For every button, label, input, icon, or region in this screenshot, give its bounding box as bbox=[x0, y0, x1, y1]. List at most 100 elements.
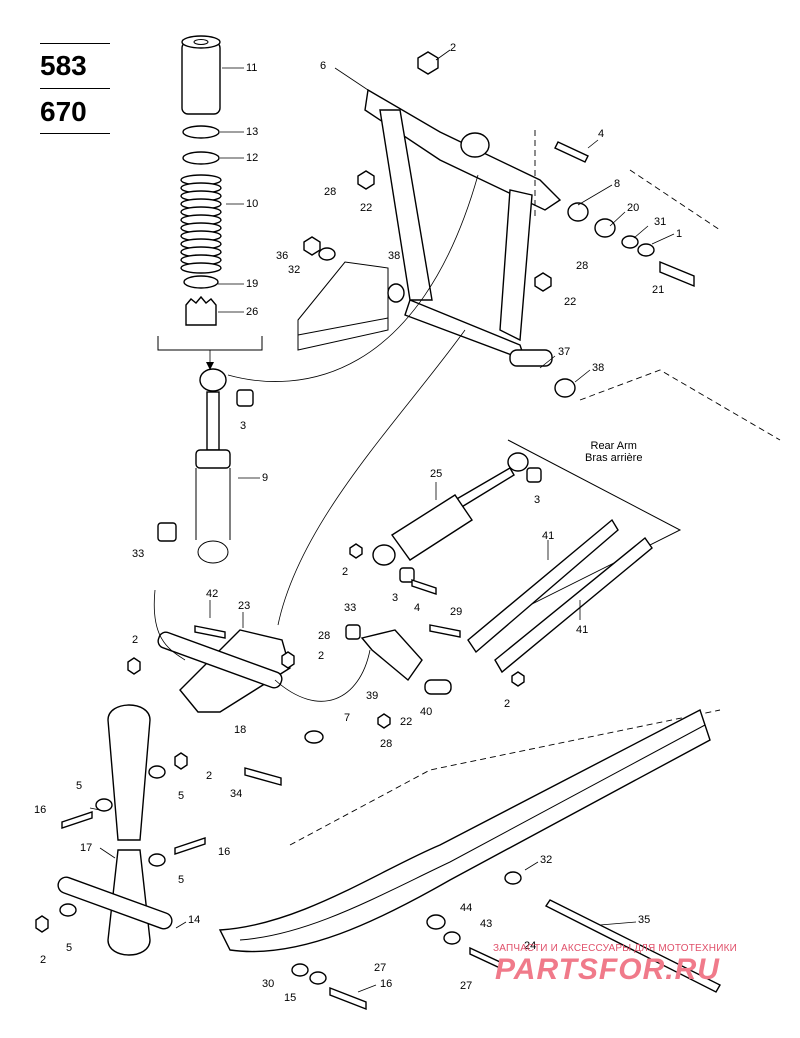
watermark-tagline: ЗАПЧАСТИ И АКСЕССУАРЫ ДЛЯ МОТОТЕХНИКИ bbox=[493, 943, 738, 954]
callout-22: 22 bbox=[564, 296, 577, 308]
washer-part-1 bbox=[637, 243, 655, 257]
callout-40: 40 bbox=[420, 706, 433, 718]
washer-part-5 bbox=[59, 903, 77, 917]
washer-part-32 bbox=[318, 247, 336, 261]
callout-30: 30 bbox=[262, 978, 275, 990]
callout-36: 36 bbox=[276, 250, 289, 262]
adjuster-part-26 bbox=[185, 295, 217, 326]
arrow-head bbox=[206, 362, 214, 370]
ring-part-19 bbox=[183, 275, 219, 289]
callout-32: 32 bbox=[540, 854, 553, 866]
washer-part-43 bbox=[443, 931, 461, 945]
callout-2: 2 bbox=[450, 42, 457, 54]
washer-part-5 bbox=[148, 853, 166, 867]
callout-15: 15 bbox=[284, 992, 297, 1004]
pointer-curve bbox=[277, 329, 466, 626]
callout-31: 31 bbox=[654, 216, 667, 228]
pointer-curve bbox=[274, 649, 371, 702]
callout-3: 3 bbox=[392, 592, 399, 604]
callout-4: 4 bbox=[414, 602, 421, 614]
model-rule-top bbox=[40, 43, 110, 44]
pointer-curve bbox=[227, 174, 479, 382]
guide-dashed bbox=[289, 709, 721, 846]
callout-17: 17 bbox=[80, 842, 93, 854]
boot-part-11 bbox=[181, 35, 221, 115]
bolt-part-16 bbox=[174, 837, 206, 855]
callout-27: 27 bbox=[374, 962, 387, 974]
callout-2: 2 bbox=[40, 954, 47, 966]
callout-3: 3 bbox=[240, 420, 247, 432]
nut-part-2 bbox=[281, 651, 295, 669]
callout-14: 14 bbox=[188, 914, 201, 926]
callout-32: 32 bbox=[288, 264, 301, 276]
callout-2: 2 bbox=[318, 650, 325, 662]
callout-8: 8 bbox=[614, 178, 621, 190]
rear-arm-label-en: Rear Arm bbox=[590, 440, 637, 452]
callout-37: 37 bbox=[558, 346, 571, 358]
bolt-part-24 bbox=[469, 946, 501, 970]
model-number-583: 583 bbox=[40, 50, 87, 81]
callout-5: 5 bbox=[76, 780, 83, 792]
callout-18: 18 bbox=[234, 724, 247, 736]
rear-arm-label: Rear Arm Bras arrière bbox=[585, 440, 642, 464]
model-rule-middle bbox=[40, 88, 110, 89]
bolt-part-16 bbox=[329, 986, 367, 1011]
nut-part-22 bbox=[357, 170, 375, 190]
nut-part-2 bbox=[349, 543, 363, 559]
nut-part-36 bbox=[303, 236, 321, 256]
callout-38: 38 bbox=[388, 250, 401, 262]
spring-coil bbox=[180, 262, 222, 274]
bolt-part-34 bbox=[244, 767, 282, 786]
callout-13: 13 bbox=[246, 126, 259, 138]
callout-10: 10 bbox=[246, 198, 259, 210]
callout-21: 21 bbox=[652, 284, 665, 296]
callout-25: 25 bbox=[430, 468, 443, 480]
nut-part-2 bbox=[174, 752, 188, 770]
callout-28: 28 bbox=[576, 260, 589, 272]
spring-seat-part-13 bbox=[182, 125, 220, 139]
cap-part-38 bbox=[554, 378, 576, 398]
cap-part-20 bbox=[594, 218, 616, 238]
bolt-part-21 bbox=[659, 260, 695, 288]
spring-seat-part-12 bbox=[182, 151, 220, 165]
callout-33: 33 bbox=[132, 548, 145, 560]
washer-part-5 bbox=[148, 765, 166, 779]
washer-part-7 bbox=[304, 730, 324, 744]
callout-20: 20 bbox=[627, 202, 640, 214]
callout-12: 12 bbox=[246, 152, 259, 164]
callout-7: 7 bbox=[344, 712, 351, 724]
washer-part-30 bbox=[291, 963, 309, 977]
nut-part-2 bbox=[127, 657, 141, 675]
washer-part-44 bbox=[426, 914, 446, 930]
nut-part-2 bbox=[417, 51, 439, 75]
model-rule-bottom bbox=[40, 133, 110, 134]
shock-absorber-part-25 bbox=[372, 452, 529, 566]
callout-28: 28 bbox=[318, 630, 331, 642]
callout-22: 22 bbox=[360, 202, 373, 214]
long-bolt-part-35 bbox=[544, 899, 721, 993]
pivot-arm-part-23 bbox=[157, 629, 291, 713]
nut-part-2 bbox=[511, 671, 525, 687]
bolt-part-16 bbox=[61, 811, 93, 829]
callout-5: 5 bbox=[66, 942, 73, 954]
callout-27: 27 bbox=[460, 980, 473, 992]
nut-part-22 bbox=[377, 713, 391, 729]
bracket-line bbox=[157, 336, 263, 351]
callout-5: 5 bbox=[178, 874, 185, 886]
callout-19: 19 bbox=[246, 278, 259, 290]
callout-39: 39 bbox=[366, 690, 379, 702]
bushing-part-33 bbox=[157, 522, 177, 542]
watermark-logo: PARTSFOR.RU bbox=[495, 953, 720, 986]
rear-arm-outline bbox=[499, 439, 682, 621]
callout-2: 2 bbox=[504, 698, 511, 710]
callout-35: 35 bbox=[638, 914, 651, 926]
shock-absorber-part-9 bbox=[195, 368, 231, 564]
nut-part-22 bbox=[534, 272, 552, 292]
bushing-part-33 bbox=[345, 624, 361, 640]
callout-6: 6 bbox=[320, 60, 327, 72]
callout-22: 22 bbox=[400, 716, 413, 728]
callout-16: 16 bbox=[380, 978, 393, 990]
callout-5: 5 bbox=[178, 790, 185, 802]
